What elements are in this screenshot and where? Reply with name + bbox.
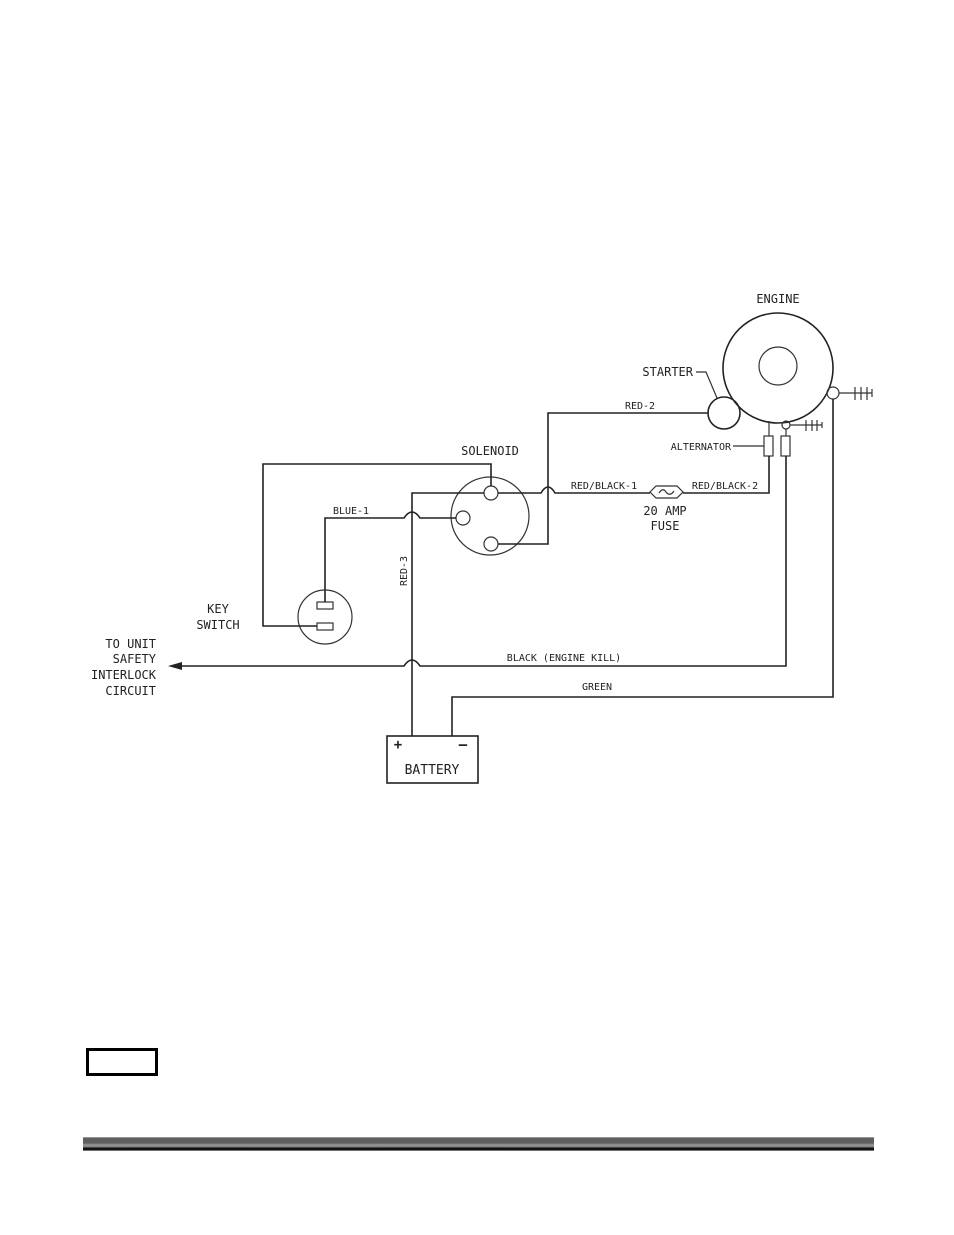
fuse: 20 AMP FUSE bbox=[643, 485, 687, 533]
starter-circle bbox=[707, 396, 741, 430]
interlock-label-line3: INTERLOCK bbox=[91, 668, 157, 682]
wire-blue-1: BLUE-1 bbox=[324, 506, 456, 602]
key-switch: KEY SWITCH bbox=[196, 589, 353, 645]
solenoid-body bbox=[450, 476, 530, 556]
battery-plus-icon: + bbox=[394, 737, 402, 753]
wire-red-black: RED/BLACK-1 RED/BLACK-2 bbox=[498, 456, 770, 494]
arrow-left-icon bbox=[168, 662, 182, 670]
wire-label-red-black-1: RED/BLACK-1 bbox=[571, 481, 637, 492]
solenoid-terminal-top bbox=[483, 485, 499, 501]
engine-label: ENGINE bbox=[756, 292, 799, 306]
wire-label-red-black-2: RED/BLACK-2 bbox=[692, 481, 758, 492]
key-switch-contact-top bbox=[316, 601, 334, 610]
wire-label-black-engine-kill: BLACK (ENGINE KILL) bbox=[507, 653, 621, 664]
engine-outer-circle bbox=[722, 312, 834, 424]
battery-label: BATTERY bbox=[405, 763, 460, 778]
fuse-label-line2: FUSE bbox=[651, 519, 680, 533]
wire-label-red-3: RED-3 bbox=[399, 556, 410, 586]
engine-inner-circle bbox=[758, 346, 798, 386]
fuse-body bbox=[649, 485, 684, 499]
engine: ENGINE bbox=[722, 292, 834, 424]
solenoid-terminal-left bbox=[455, 510, 471, 526]
wire-label-green: GREEN bbox=[582, 682, 612, 693]
ground-terminal-circle bbox=[826, 386, 840, 400]
starter-label: STARTER bbox=[642, 365, 693, 379]
footer-rule bbox=[83, 1137, 874, 1151]
alternator-connector bbox=[763, 435, 774, 457]
battery: + – BATTERY bbox=[386, 735, 479, 784]
starter: STARTER bbox=[642, 365, 741, 430]
wire-label-red-2: RED-2 bbox=[625, 401, 655, 412]
wire-green: GREEN bbox=[451, 399, 834, 736]
interlock-label: TO UNIT SAFETY INTERLOCK CIRCUIT bbox=[91, 637, 157, 698]
interlock-label-line4: CIRCUIT bbox=[105, 684, 156, 698]
wire-label-blue-1: BLUE-1 bbox=[333, 506, 369, 517]
key-switch-label-line1: KEY bbox=[207, 602, 229, 616]
key-switch-label-line2: SWITCH bbox=[196, 618, 239, 632]
alternator-ground-terminal bbox=[781, 420, 823, 431]
solenoid-label: SOLENOID bbox=[461, 444, 519, 458]
engine-ground-terminal bbox=[826, 386, 873, 400]
wire-red-2: RED-2 bbox=[498, 401, 708, 545]
fuse-label-line1: 20 AMP bbox=[643, 504, 686, 518]
page-number-box bbox=[86, 1048, 158, 1076]
interlock-label-line1: TO UNIT bbox=[105, 637, 156, 651]
fuse-icon bbox=[658, 489, 675, 495]
solenoid: SOLENOID bbox=[450, 444, 530, 556]
kill-connector bbox=[780, 435, 791, 457]
key-switch-contact-bottom bbox=[316, 622, 334, 631]
solenoid-terminal-bottom bbox=[483, 536, 499, 552]
wire-black-engine-kill: BLACK (ENGINE KILL) bbox=[168, 456, 787, 670]
wire-key-switch-to-solenoid bbox=[262, 463, 492, 627]
battery-minus-icon: – bbox=[459, 737, 468, 753]
battery-body bbox=[386, 735, 479, 784]
alternator: ALTERNATOR bbox=[671, 421, 791, 457]
starter-leader-line bbox=[696, 371, 718, 399]
interlock-label-line2: SAFETY bbox=[113, 652, 157, 666]
wire-red-3: RED-3 bbox=[399, 492, 484, 736]
alternator-label: ALTERNATOR bbox=[671, 442, 732, 453]
